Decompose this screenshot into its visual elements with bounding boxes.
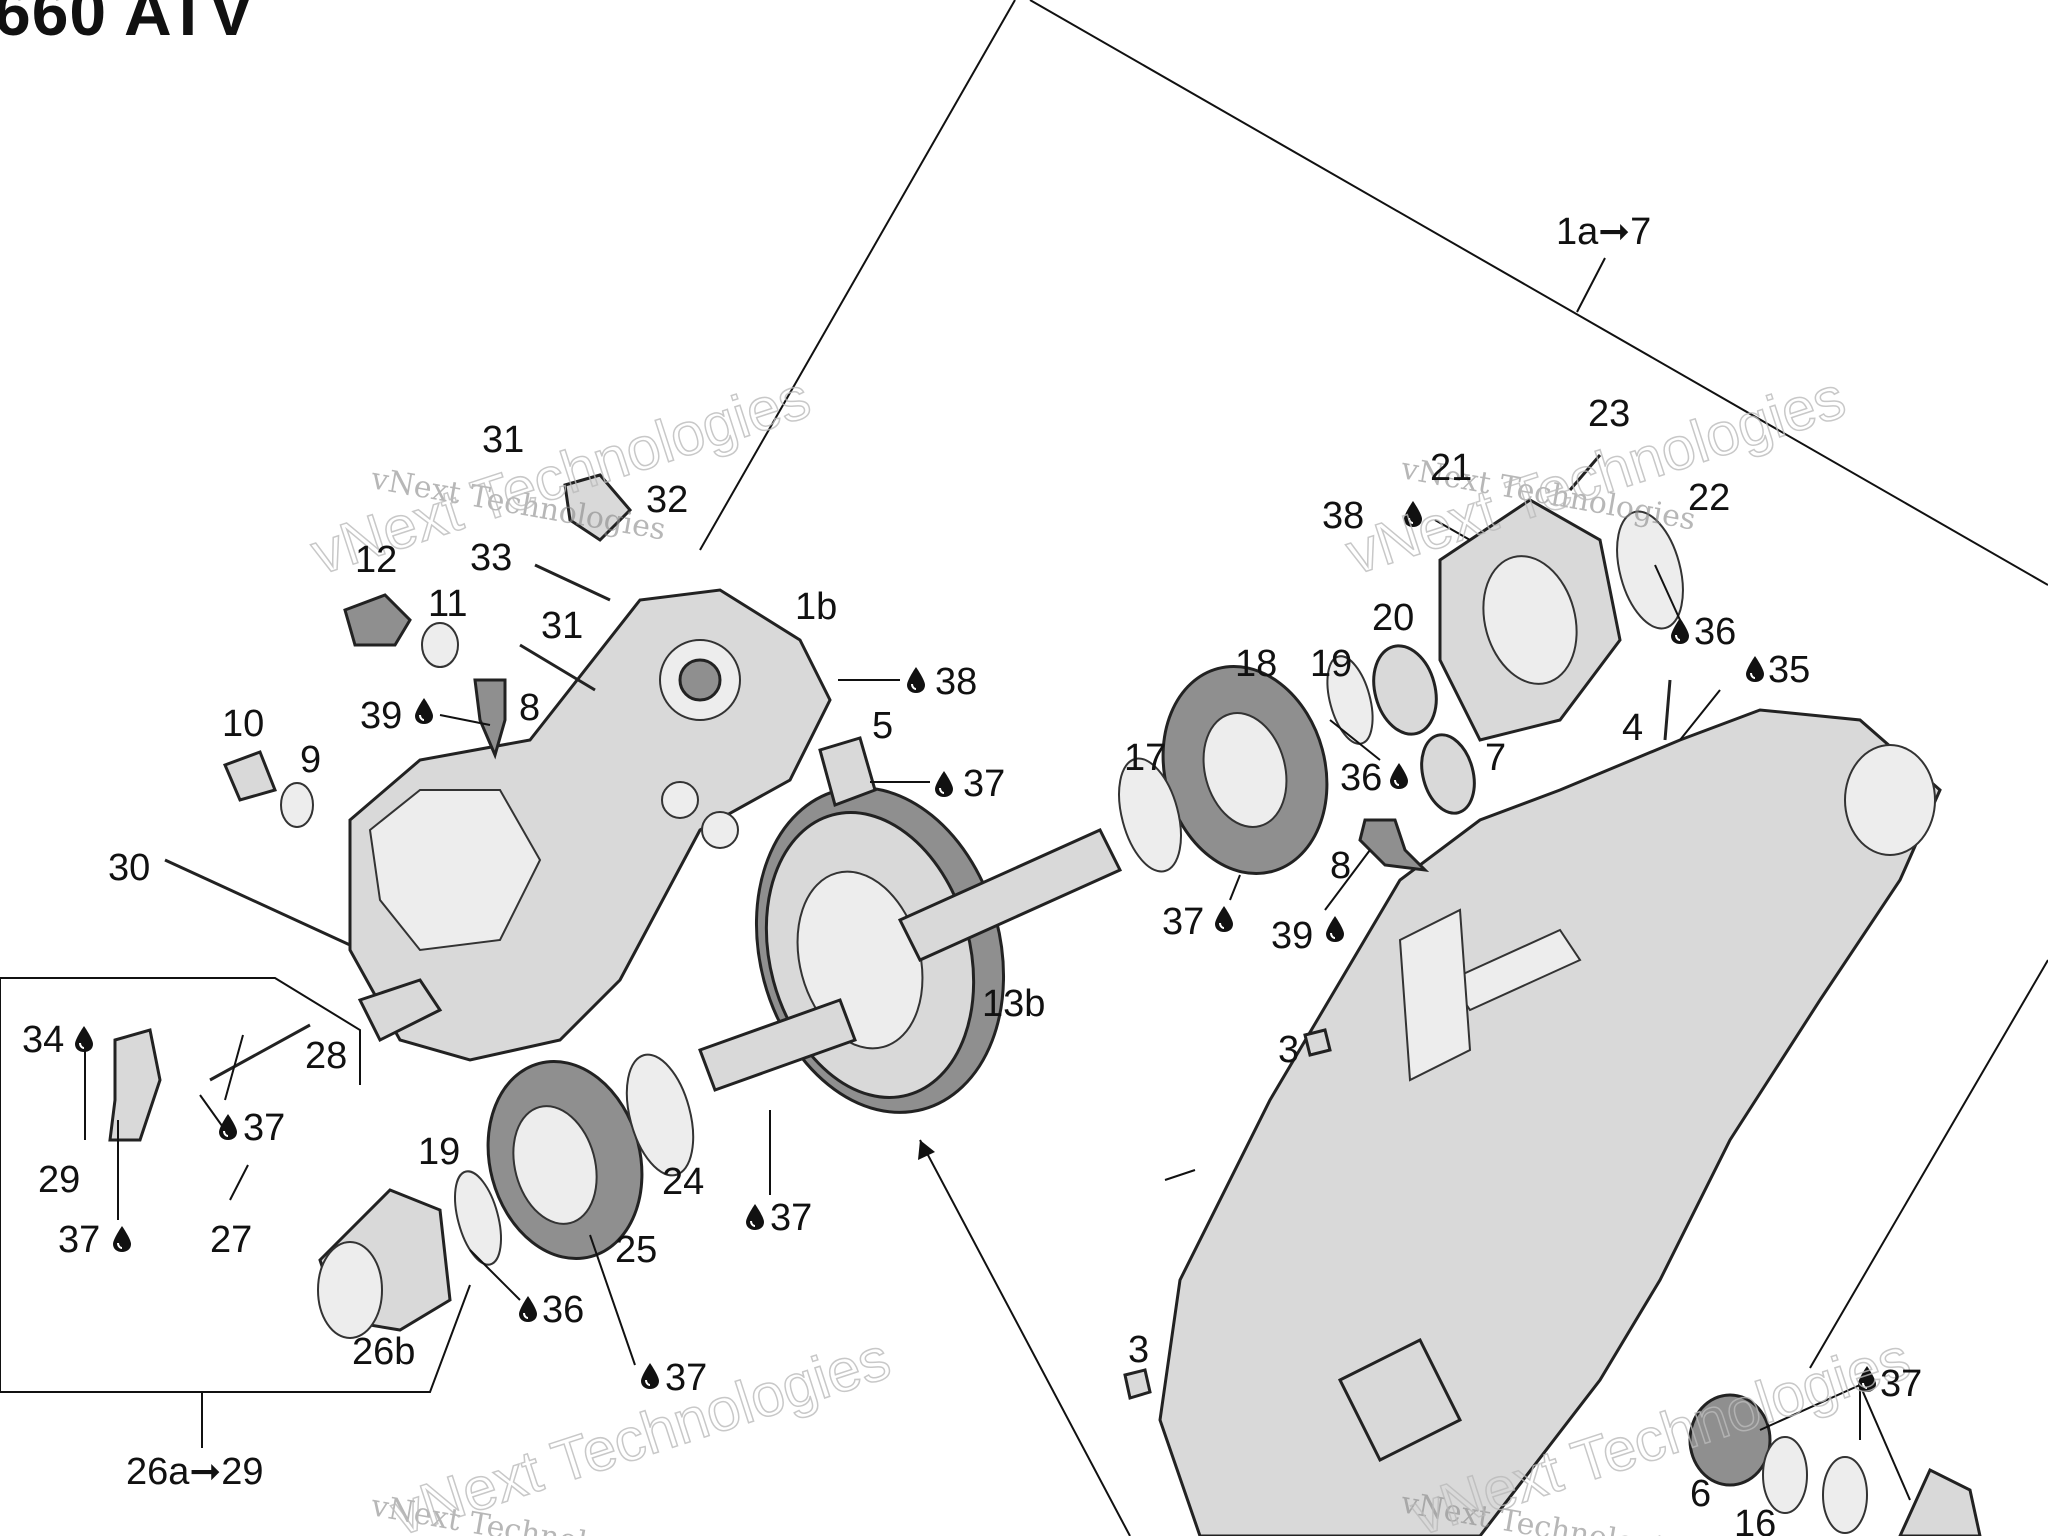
oil-drop-icon	[1745, 655, 1765, 683]
oil-drop-icon	[1214, 905, 1234, 933]
label-32: 32	[646, 479, 688, 521]
part-labels: 1a➞7 26a➞29 31 32 33 12 11 31 1b 38 39 8…	[22, 211, 1922, 1536]
label-37: 37	[1162, 901, 1204, 943]
label-19: 19	[1310, 643, 1352, 685]
label-37: 37	[58, 1219, 100, 1261]
label-16: 16	[1734, 1503, 1776, 1536]
label-30: 30	[108, 847, 150, 889]
label-6: 6	[1690, 1473, 1711, 1515]
oil-drop-icon	[74, 1025, 94, 1053]
label-4: 4	[1622, 707, 1643, 749]
label-24: 24	[662, 1161, 704, 1203]
watermark-outline: vNext Technologies	[383, 1324, 897, 1536]
label-37: 37	[665, 1357, 707, 1399]
bearing-18	[1118, 644, 1476, 876]
label-11: 11	[428, 583, 467, 625]
arrow-head	[918, 1140, 935, 1160]
oil-drop-icon	[1325, 915, 1345, 943]
oil-drop-icon	[1389, 762, 1409, 790]
label-37: 37	[770, 1197, 812, 1239]
label-31: 31	[541, 605, 583, 647]
label-17: 17	[1124, 737, 1166, 779]
gear-shaft-13b	[698, 786, 1123, 1114]
label-36: 36	[1340, 757, 1382, 799]
main-group-frame	[699, 0, 2048, 1536]
label-31: 31	[482, 419, 524, 461]
oil-drop-icon	[745, 1203, 765, 1231]
label-25: 25	[615, 1229, 657, 1271]
label-8: 8	[1330, 845, 1351, 887]
label-34: 34	[22, 1019, 64, 1061]
oil-drop-icon	[640, 1362, 660, 1390]
label-9: 9	[300, 739, 321, 781]
label-38: 38	[1322, 495, 1364, 537]
label-3: 3	[1278, 1029, 1299, 1071]
leader-lines	[84, 519, 1911, 1501]
oil-drop-icon	[112, 1225, 132, 1253]
diagram-title: 660 ATV	[0, 0, 255, 49]
label-27: 27	[210, 1219, 252, 1261]
label-38: 38	[935, 661, 977, 703]
label-36: 36	[542, 1289, 584, 1331]
label-39: 39	[1271, 915, 1313, 957]
hub-26b	[317, 1188, 452, 1339]
label-1b: 1b	[795, 586, 837, 628]
left-housing-1b	[348, 588, 832, 1062]
label-23: 23	[1588, 393, 1630, 435]
plate-21	[1438, 454, 1684, 742]
label-35: 35	[1768, 649, 1810, 691]
small-parts-left	[108, 473, 877, 1142]
label-28: 28	[305, 1035, 347, 1077]
label-36: 36	[1694, 611, 1736, 653]
label-37: 37	[963, 763, 1005, 805]
label-29: 29	[38, 1159, 80, 1201]
group-label-main: 1a➞7	[1556, 211, 1651, 253]
label-7: 7	[1485, 737, 1506, 779]
right-housing	[1158, 708, 1942, 1536]
label-19: 19	[418, 1131, 460, 1173]
sub-group-frame	[0, 977, 471, 1448]
oil-drop-icon	[906, 666, 926, 694]
label-5: 5	[872, 705, 893, 747]
group-label-sub: 26a➞29	[126, 1451, 264, 1493]
oil-drop-icon	[414, 697, 434, 725]
bearing-25	[454, 1053, 695, 1266]
label-26b: 26b	[352, 1331, 415, 1373]
oil-drop-icon	[218, 1113, 238, 1141]
label-37: 37	[243, 1107, 285, 1149]
bearing-6	[1123, 1028, 1982, 1536]
label-22: 22	[1688, 477, 1730, 519]
oil-drop-icon	[518, 1295, 538, 1323]
label-18: 18	[1235, 643, 1277, 685]
label-37: 37	[1880, 1363, 1922, 1405]
label-10: 10	[222, 703, 264, 745]
label-39: 39	[360, 695, 402, 737]
label-12: 12	[355, 539, 397, 581]
label-21: 21	[1430, 447, 1472, 489]
label-8: 8	[519, 687, 540, 729]
label-13b: 13b	[982, 983, 1045, 1025]
label-20: 20	[1372, 597, 1414, 639]
oil-drop-icon	[934, 770, 954, 798]
label-33: 33	[470, 537, 512, 579]
label-3: 3	[1128, 1329, 1149, 1371]
